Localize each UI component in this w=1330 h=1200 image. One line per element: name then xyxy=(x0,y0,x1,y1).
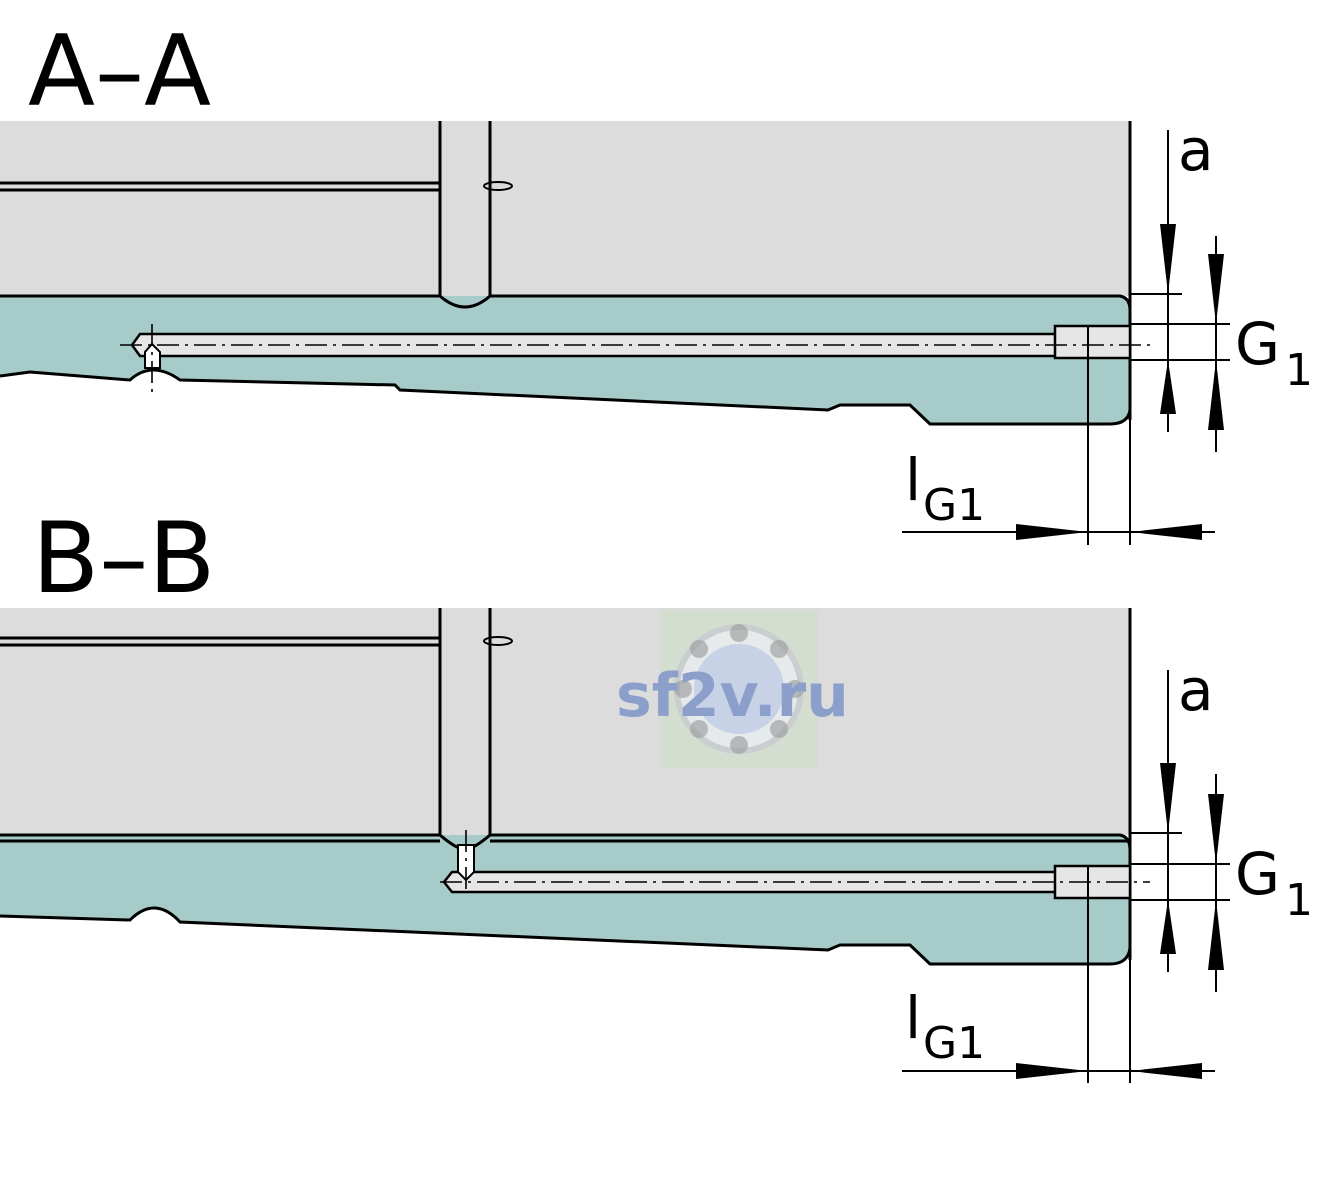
dim-lg1-sub-b: G1 xyxy=(923,1018,985,1069)
dim-g1-label-a: G xyxy=(1235,310,1280,378)
watermark: sf2v.ru xyxy=(616,610,849,768)
housing-a xyxy=(0,121,1130,296)
dim-g1-sub-a: 1 xyxy=(1285,345,1313,396)
dim-g1-label-b: G xyxy=(1235,840,1280,908)
watermark-text: sf2v.ru xyxy=(616,661,849,731)
section-b-b: B–B a G 1 xyxy=(0,502,1313,1083)
dim-a-label-a: a xyxy=(1178,116,1214,184)
dim-g1-sub-b: 1 xyxy=(1285,875,1313,926)
rail-b xyxy=(0,835,1130,964)
section-a-a: A–A a G 1 xyxy=(0,15,1313,545)
housing-b xyxy=(0,608,1130,835)
dim-lg1-sub-a: G1 xyxy=(923,480,985,531)
rail-a xyxy=(0,296,1130,424)
dim-a-label-b: a xyxy=(1178,656,1214,724)
thread-g1-a xyxy=(1053,324,1132,360)
section-b-b-title: B–B xyxy=(32,502,215,616)
dim-lg1-label-a: l xyxy=(905,446,921,514)
section-a-a-title: A–A xyxy=(28,15,211,129)
dim-lg1-label-b: l xyxy=(905,984,921,1052)
